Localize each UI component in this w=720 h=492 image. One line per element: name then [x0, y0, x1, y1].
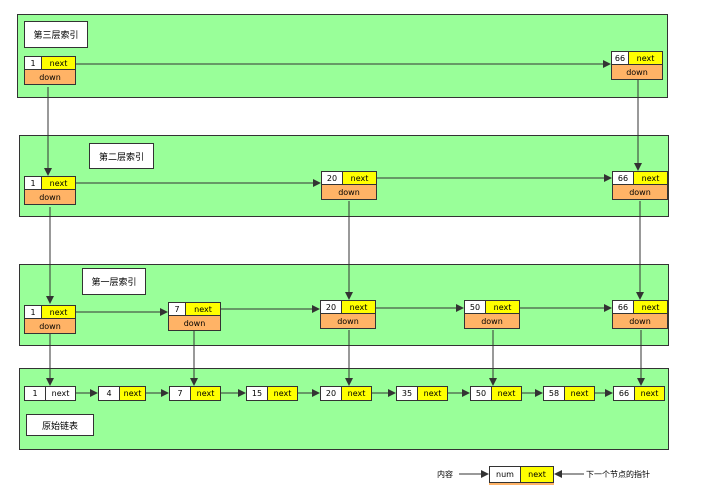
node-next: next — [42, 56, 76, 70]
legend-node: num next — [489, 466, 554, 485]
legend-num: num — [489, 466, 521, 483]
node-num: 66 — [611, 51, 629, 65]
node-next: next — [634, 300, 668, 314]
node-next: next — [486, 300, 520, 314]
node-num: 1 — [24, 386, 46, 401]
node-num: 50 — [464, 300, 486, 314]
node-down: down — [24, 190, 76, 205]
legend-next: next — [521, 466, 554, 483]
node-down: down — [24, 319, 76, 334]
node-num: 20 — [321, 171, 343, 185]
node-next: next — [186, 302, 221, 316]
base-list-layer — [19, 368, 669, 450]
node-num: 20 — [320, 386, 342, 401]
node-num: 50 — [470, 386, 492, 401]
node-next: next — [191, 386, 221, 401]
node-next: next — [342, 300, 376, 314]
node-num: 1 — [24, 56, 42, 70]
node-next: next — [634, 171, 668, 185]
legend-content-label: 内容 — [437, 470, 453, 479]
node-num: 1 — [24, 305, 42, 319]
level2-index-label: 第二层索引 — [89, 143, 154, 169]
legend-pointer-label: 下一个节点的指针 — [586, 470, 650, 479]
base-node: 4 next — [98, 386, 146, 401]
node-next: next — [629, 51, 663, 65]
node-next: next — [120, 386, 146, 401]
node-down: down — [612, 185, 668, 200]
node-num: 66 — [612, 300, 634, 314]
node-num: 66 — [612, 171, 634, 185]
node-next: next — [343, 171, 377, 185]
node-next: next — [46, 386, 76, 401]
base-node: 20 next — [320, 386, 372, 401]
node-next: next — [492, 386, 522, 401]
level3-index-layer — [17, 14, 668, 98]
node-next: next — [42, 305, 76, 319]
node-num: 4 — [98, 386, 120, 401]
node-down: down — [464, 314, 520, 329]
node-num: 66 — [613, 386, 635, 401]
node-num: 1 — [24, 176, 42, 190]
level3-index-label: 第三层索引 — [24, 21, 88, 48]
node-down: down — [320, 314, 376, 329]
base-node: 66 next — [613, 386, 665, 401]
node-next: next — [418, 386, 448, 401]
base-node: 1 next — [24, 386, 76, 401]
node-down: down — [612, 314, 668, 329]
base-node: 50 next — [470, 386, 522, 401]
node-down: down — [168, 316, 221, 331]
node-num: 20 — [320, 300, 342, 314]
node-down: down — [321, 185, 377, 200]
node-num: 15 — [246, 386, 268, 401]
node-num: 7 — [168, 302, 186, 316]
base-node: 35 next — [396, 386, 448, 401]
node-down: down — [611, 65, 663, 80]
node-next: next — [342, 386, 372, 401]
node-next: next — [268, 386, 298, 401]
node-num: 35 — [396, 386, 418, 401]
node-next: next — [565, 386, 595, 401]
node-num: 7 — [169, 386, 191, 401]
base-node: 15 next — [246, 386, 298, 401]
base-node: 58 next — [543, 386, 595, 401]
node-next: next — [42, 176, 76, 190]
base-list-label: 原始链表 — [26, 414, 94, 436]
base-node: 7 next — [169, 386, 221, 401]
node-down: down — [24, 70, 76, 85]
node-num: 58 — [543, 386, 565, 401]
node-next: next — [635, 386, 665, 401]
level1-index-label: 第一层索引 — [82, 268, 146, 295]
